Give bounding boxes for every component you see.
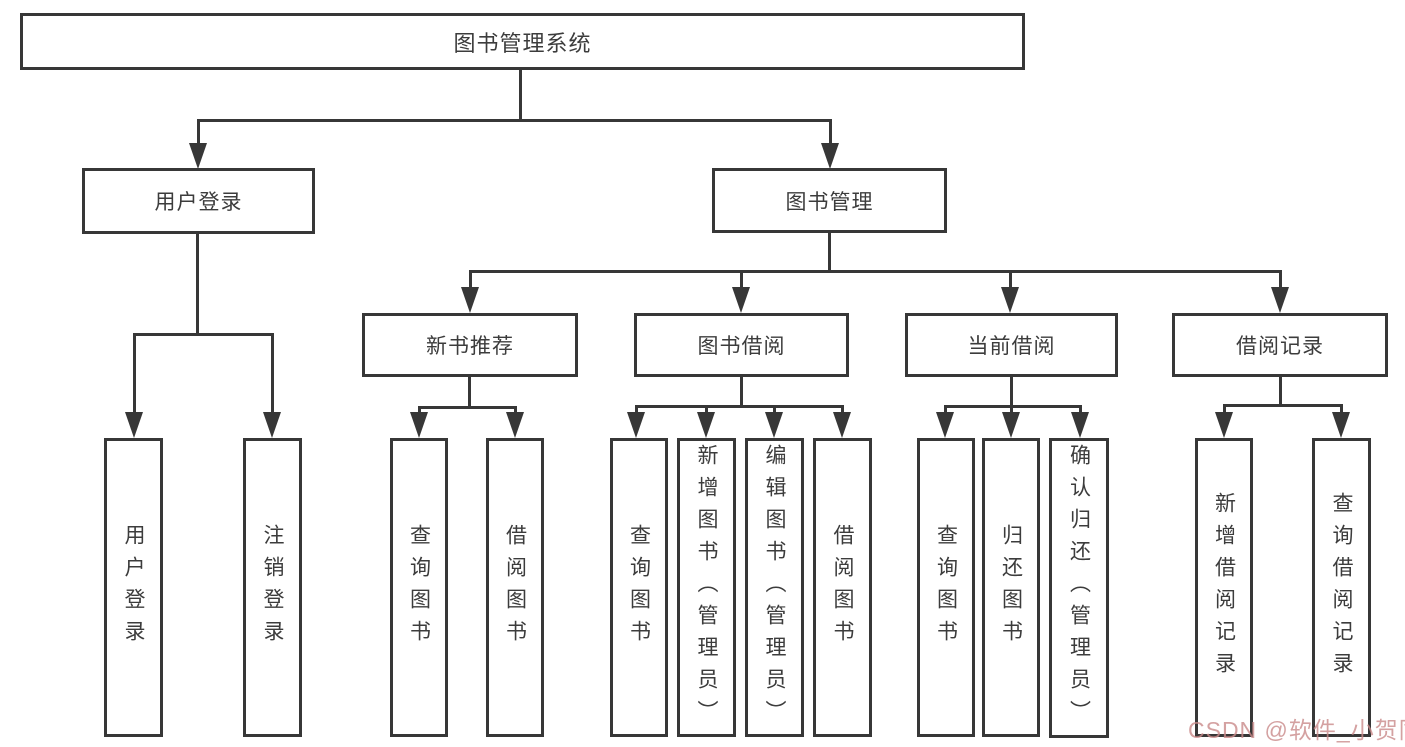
leaf-logout-login-label: 注销登录 [261,523,284,652]
connector-user-login-bar [133,333,273,336]
arrowhead-icon [821,143,839,169]
arrowhead-icon [1071,412,1089,438]
arrowhead-icon [732,287,750,313]
connector-new-book-stem [468,377,471,408]
arrowhead-icon [461,287,479,313]
leaf-confirm-return-admin-label: 确认归还（管理员） [1067,444,1091,732]
node-user-login: 用户登录 [82,168,315,234]
connector-user-login-stem [196,234,199,335]
node-book-borrowing: 图书借阅 [634,313,849,377]
node-library-management-system: 图书管理系统 [20,13,1025,70]
connector-borrowing-records-stem [1279,377,1282,406]
leaf-query-books-borrowing: 查询图书 [610,438,668,737]
arrowhead-icon [506,412,524,438]
connector-root-stem [519,68,522,121]
arrowhead-icon [1332,412,1350,438]
arrow-to-book-borrowing [732,270,750,313]
arrow-to-borrowing-records [1271,270,1289,313]
arrowhead-icon [410,412,428,438]
leaf-query-books-current-label: 查询图书 [934,523,958,652]
arrowhead-icon [697,412,715,438]
arrowhead-icon [125,412,143,438]
node-new-book-recommend: 新书推荐 [362,313,578,377]
leaf-add-borrow-record-label: 新增借阅记录 [1212,491,1236,684]
leaf-query-books-recommend: 查询图书 [390,438,448,737]
leaf-query-borrow-record-label: 查询借阅记录 [1330,491,1353,684]
leaf-add-borrow-record: 新增借阅记录 [1195,438,1253,737]
arrow-to-user-login-leaf [125,333,143,438]
node-current-borrowing: 当前借阅 [905,313,1118,377]
arrowhead-icon [765,412,783,438]
arrow-to-current-borrowing [1001,270,1019,313]
arrow-current-borrowing-leaf-1 [936,405,954,438]
leaf-borrow-books-2-label: 借阅图书 [831,523,854,652]
leaf-borrow-books-recommend: 借阅图书 [486,438,544,737]
arrowhead-icon [936,412,954,438]
leaf-query-books-recommend-label: 查询图书 [407,523,431,652]
arrowhead-icon [1001,287,1019,313]
arrowhead-icon [189,143,207,169]
connector-book-borrowing-bar [635,405,843,408]
arrowhead-icon [1215,412,1233,438]
arrow-current-borrowing-leaf-3 [1071,405,1089,438]
leaf-query-borrow-record: 查询借阅记录 [1312,438,1371,737]
arrowhead-icon [833,412,851,438]
leaf-confirm-return-admin: 确认归还（管理员） [1049,438,1109,738]
connector-current-borrowing-bar [944,405,1081,408]
csdn-watermark: CSDN @软件_小贺同学 [1188,717,1405,743]
arrow-book-borrowing-leaf-3 [765,405,783,438]
arrow-to-user-login [189,119,207,169]
leaf-edit-books-admin: 编辑图书（管理员） [745,438,804,737]
arrow-book-borrowing-leaf-1 [627,405,645,438]
arrow-borrowing-records-leaf-1 [1215,404,1233,438]
connector-current-borrowing-stem [1010,377,1013,407]
connector-level1-bar [197,119,831,122]
arrow-book-borrowing-leaf-4 [833,405,851,438]
leaf-return-books-label: 归还图书 [999,523,1023,652]
arrow-to-logout-leaf [263,333,281,438]
connector-new-book-bar [418,406,516,409]
leaf-return-books: 归还图书 [982,438,1040,737]
node-borrowing-records: 借阅记录 [1172,313,1388,377]
connector-level2-bar [469,270,1281,273]
arrowhead-icon [1271,287,1289,313]
node-book-management: 图书管理 [712,168,947,233]
leaf-add-books-admin: 新增图书（管理员） [677,438,736,737]
arrow-to-book-management [821,119,839,169]
arrowhead-icon [627,412,645,438]
arrowhead-icon [263,412,281,438]
leaf-add-books-admin-label: 新增图书（管理员） [695,443,718,732]
arrow-to-new-book-recommend [461,270,479,313]
leaf-borrow-books-2: 借阅图书 [813,438,872,737]
arrow-new-book-leaf-1 [410,406,428,438]
leaf-logout-login: 注销登录 [243,438,302,737]
connector-book-borrowing-stem [740,377,743,407]
leaf-user-login: 用户登录 [104,438,163,737]
connector-book-management-stem [828,233,831,273]
arrow-current-borrowing-leaf-2 [1002,405,1020,438]
arrow-book-borrowing-leaf-2 [697,405,715,438]
leaf-borrow-books-recommend-label: 借阅图书 [503,523,527,652]
arrow-borrowing-records-leaf-2 [1332,404,1350,438]
leaf-edit-books-admin-label: 编辑图书（管理员） [763,443,786,732]
leaf-query-books-borrowing-label: 查询图书 [627,523,651,652]
leaf-user-login-label: 用户登录 [122,523,145,652]
connector-borrowing-records-bar [1223,404,1342,407]
leaf-query-books-current: 查询图书 [917,438,975,737]
arrowhead-icon [1002,412,1020,438]
arrow-new-book-leaf-2 [506,406,524,438]
